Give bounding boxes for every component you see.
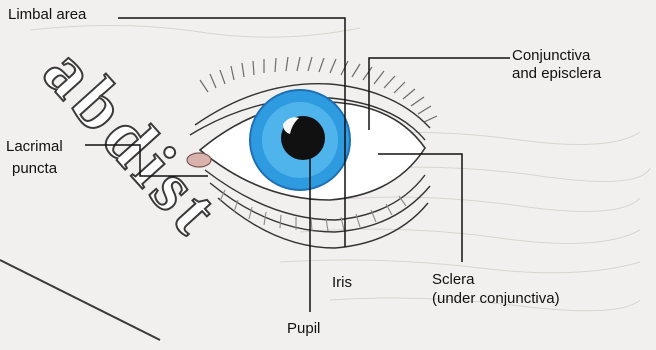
label-conjunctiva-line1: Conjunctiva [512, 47, 590, 64]
label-limbal-area: Limbal area [8, 6, 86, 23]
label-iris: Iris [332, 274, 352, 291]
label-sclera-line1: Sclera [432, 271, 475, 288]
label-lacrimal-line1: Lacrimal [6, 138, 63, 155]
watermark-stroke [0, 260, 160, 340]
label-conjunctiva-line2: and episclera [512, 65, 601, 82]
label-pupil: Pupil [287, 320, 320, 337]
label-sclera-line2: (under conjunctiva) [432, 290, 560, 307]
label-lacrimal-line2: puncta [12, 160, 57, 177]
